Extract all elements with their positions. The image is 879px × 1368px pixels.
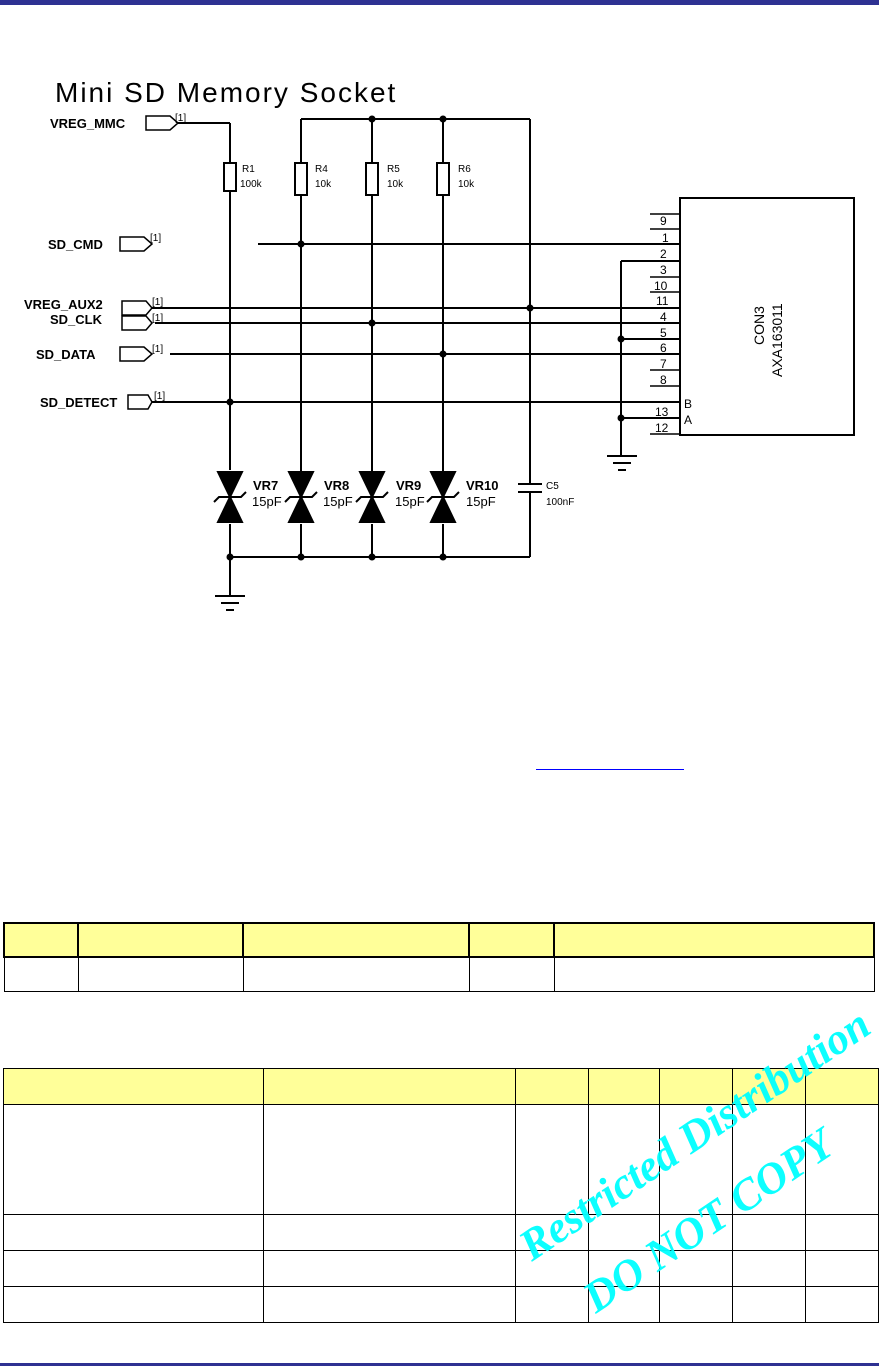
table-header-cell [468, 922, 555, 958]
connector-pin-letter: A [684, 413, 692, 427]
table-cell [732, 1250, 806, 1287]
table-header-cell [3, 1068, 264, 1105]
connector-pin: 1 [662, 231, 669, 245]
connector-pin: 3 [660, 263, 667, 277]
table-cell [588, 1104, 660, 1215]
net-ref: [1] [152, 313, 163, 324]
schematic-title: Mini SD Memory Socket [55, 77, 397, 108]
resistor-value: 10k [387, 179, 404, 190]
resistor-ref: R4 [315, 164, 328, 175]
varistor-value: 15pF [252, 494, 282, 509]
table-cell [3, 1214, 264, 1251]
connector-ref: CON3 [751, 306, 767, 345]
varistor-value: 15pF [466, 494, 496, 509]
mini-sd-schematic: Mini SD Memory Socket VREG_MMC SD_CMD VR… [24, 77, 855, 611]
table-cell [588, 1250, 660, 1287]
table-cell [468, 956, 555, 992]
table-cell [263, 1104, 516, 1215]
net-ref: [1] [175, 113, 186, 124]
table-header-cell [515, 1068, 589, 1105]
net-label-sd-clk: SD_CLK [50, 312, 103, 327]
table-header-cell [3, 922, 79, 958]
table-cell [3, 956, 79, 992]
table-header-cell [588, 1068, 660, 1105]
net-ref: [1] [152, 297, 163, 308]
table-cell [263, 1286, 516, 1323]
net-ref: [1] [154, 391, 165, 402]
table-cell [242, 956, 470, 992]
table-row [3, 1286, 879, 1323]
connector-pin: 10 [654, 279, 668, 293]
table-cell [3, 1286, 264, 1323]
table-header-row [3, 922, 875, 958]
connector-pin: 5 [660, 326, 667, 340]
table-cell [588, 1214, 660, 1251]
net-label-sd-cmd: SD_CMD [48, 237, 103, 252]
hyperlink-underline[interactable] [536, 769, 684, 770]
connector-part: AXA163011 [769, 303, 785, 377]
table-cell [659, 1104, 733, 1215]
connector-pin: 12 [655, 421, 669, 435]
resistor-ref: R1 [242, 164, 255, 175]
table-cell [263, 1214, 516, 1251]
table-row [3, 956, 875, 992]
connector-pin-letter: B [684, 397, 692, 411]
net-label-vreg-mmc: VREG_MMC [50, 116, 126, 131]
varistor-ref: VR8 [324, 478, 349, 493]
capacitor-ref: C5 [546, 481, 559, 492]
varistor-ref: VR10 [466, 478, 499, 493]
resistor-ref: R5 [387, 164, 400, 175]
table-cell [3, 1250, 264, 1287]
varistor-ref: VR9 [396, 478, 421, 493]
table-2 [3, 1068, 879, 1323]
table-cell [77, 956, 244, 992]
varistor-value: 15pF [395, 494, 425, 509]
net-ref: [1] [150, 233, 161, 244]
table-header-cell [77, 922, 244, 958]
net-label-sd-data: SD_DATA [36, 347, 96, 362]
connector-pin: 4 [660, 310, 667, 324]
connector-pin: 8 [660, 373, 667, 387]
capacitor-value: 100nF [546, 497, 574, 508]
resistor-value: 10k [458, 179, 475, 190]
table-cell [3, 1104, 264, 1215]
net-ref: [1] [152, 344, 163, 355]
table-cell [659, 1286, 733, 1323]
table-cell [515, 1286, 589, 1323]
varistor-value: 15pF [323, 494, 353, 509]
table-header-cell [263, 1068, 516, 1105]
net-label-vreg-aux2: VREG_AUX2 [24, 297, 103, 312]
table-cell [805, 1286, 879, 1323]
table-cell [805, 1250, 879, 1287]
connector-pin: 13 [655, 405, 669, 419]
table-cell [732, 1286, 806, 1323]
table-cell [515, 1104, 589, 1215]
bottom-rule [0, 1363, 879, 1366]
table-row [3, 1250, 879, 1287]
connector-pin: 9 [660, 214, 667, 228]
connector-pin: 6 [660, 341, 667, 355]
table-1 [3, 922, 875, 992]
net-label-sd-detect: SD_DETECT [40, 395, 117, 410]
table-header-cell [242, 922, 470, 958]
table-header-cell [659, 1068, 733, 1105]
resistor-value: 100k [240, 179, 263, 190]
table-header-cell [553, 922, 875, 958]
varistor-ref: VR7 [253, 478, 278, 493]
connector-pin: 2 [660, 247, 667, 261]
table-cell [263, 1250, 516, 1287]
table-cell [515, 1214, 589, 1251]
table-cell [732, 1104, 806, 1215]
top-rule [0, 0, 879, 5]
connector-pin: 11 [656, 294, 669, 308]
connector-pin: 7 [660, 357, 667, 371]
table-cell [805, 1214, 879, 1251]
resistor-value: 10k [315, 179, 332, 190]
table-header-cell [732, 1068, 806, 1105]
resistor-ref: R6 [458, 164, 471, 175]
table-cell [553, 956, 875, 992]
